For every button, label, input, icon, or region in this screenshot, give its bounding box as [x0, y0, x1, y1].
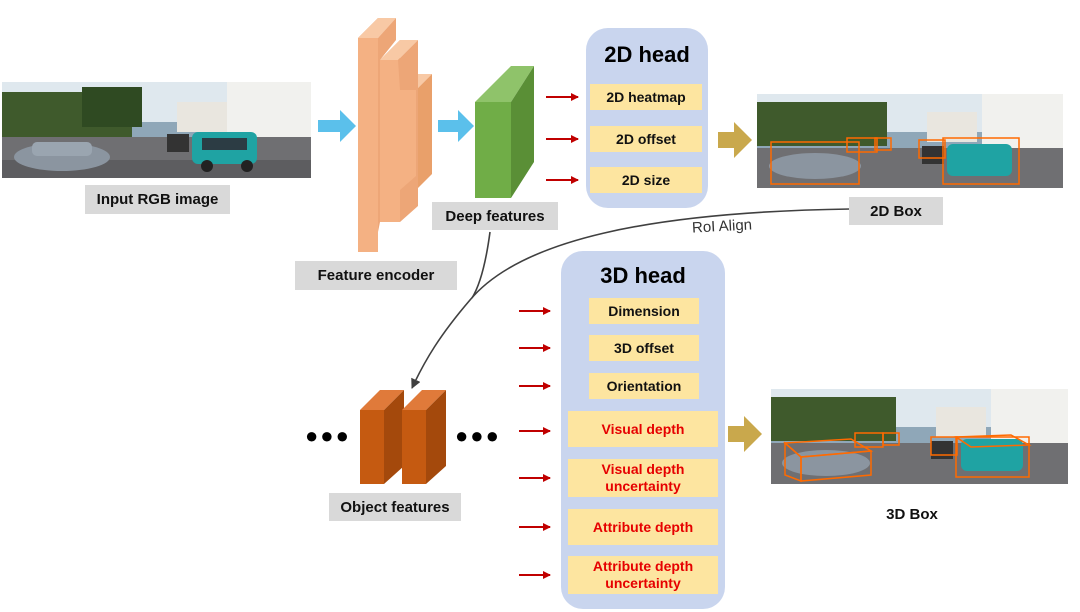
roi-align-arrow [411, 208, 851, 389]
deep-features-block [475, 66, 534, 198]
head-2d-item-heatmap: 2D heatmap [590, 84, 702, 110]
feature-encoder-block [358, 18, 432, 252]
deep-features-label: Deep features [432, 202, 558, 230]
head-3d-item-visual-depth-uncertainty: Visual depth uncertainty [568, 459, 718, 497]
gold-arrow-2d [718, 122, 752, 158]
head-3d-item-dimension: Dimension [589, 298, 699, 324]
box-2d-label: 2D Box [849, 197, 943, 225]
dots-right: ●●● [455, 423, 501, 448]
head-2d-title: 2D head [604, 42, 690, 67]
gold-arrow-3d [728, 416, 762, 452]
input-rgb-image [2, 82, 311, 178]
deep-features-connector [471, 231, 491, 299]
blue-arrow-1 [318, 110, 356, 142]
red-arrows-3d [519, 307, 551, 579]
box-3d-label: 3D Box [863, 500, 961, 528]
head-3d-item-attribute-depth: Attribute depth [568, 509, 718, 545]
blue-arrow-2 [438, 110, 474, 142]
object-features-block [360, 390, 446, 484]
object-features-label: Object features [329, 493, 461, 521]
feature-encoder-label: Feature encoder [295, 261, 457, 290]
head-3d-item-orientation: Orientation [589, 373, 699, 399]
input-image-label: Input RGB image [85, 185, 230, 214]
head-2d-item-size: 2D size [590, 167, 702, 193]
roi-align-label: RoI Align [691, 216, 753, 237]
head-3d-title: 3D head [600, 263, 686, 288]
output-2d-box-image [757, 94, 1063, 188]
red-arrows-2d [546, 93, 579, 184]
dots-left: ●●● [305, 423, 351, 448]
head-3d-item-visual-depth: Visual depth [568, 411, 718, 447]
output-3d-box-image [771, 389, 1068, 484]
head-2d-item-offset: 2D offset [590, 126, 702, 152]
head-3d-item-attribute-depth-uncertainty: Attribute depth uncertainty [568, 556, 718, 594]
head-3d-item-3d-offset: 3D offset [589, 335, 699, 361]
